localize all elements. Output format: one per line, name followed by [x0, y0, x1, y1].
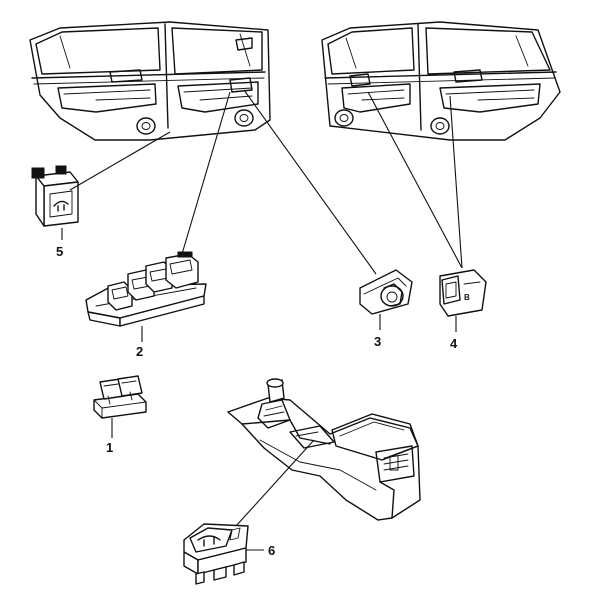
- part-4-passenger-window-switch[interactable]: B: [439, 269, 487, 317]
- left-door-panels: [29, 21, 271, 141]
- callout-6: 6: [268, 543, 275, 558]
- leader-3: [243, 89, 377, 275]
- right-door-panels: [321, 21, 561, 141]
- callout-3: 3: [374, 334, 381, 349]
- callout-1: 1: [106, 440, 113, 455]
- part-5-window-switch[interactable]: [31, 165, 79, 227]
- center-console: [227, 378, 421, 521]
- leader-6: [235, 439, 315, 527]
- callout-4: 4: [450, 336, 458, 351]
- leader-4b: [449, 95, 463, 269]
- part-3-mirror-adjust-knob[interactable]: [359, 269, 413, 315]
- leader-2: [181, 91, 231, 255]
- callout-2: 2: [136, 344, 143, 359]
- callout-5: 5: [56, 244, 63, 259]
- part-1-rocker-switch[interactable]: [93, 375, 147, 419]
- leader-4a: [367, 91, 463, 269]
- leader-5: [69, 131, 171, 191]
- part-4-mark: B: [464, 293, 470, 302]
- part-6-console-switch[interactable]: [183, 523, 249, 585]
- part-2-master-switch-block[interactable]: [85, 251, 207, 327]
